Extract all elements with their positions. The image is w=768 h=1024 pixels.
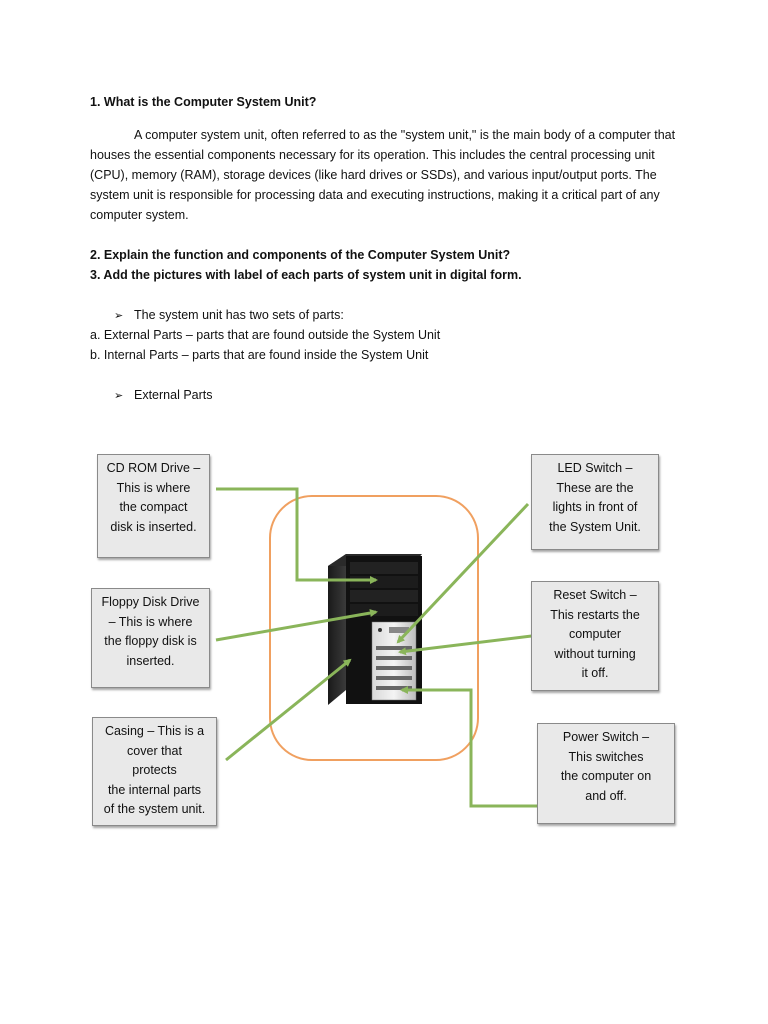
label-cd-rom-drive-text: CD ROM Drive – This is where the compact… — [106, 461, 201, 534]
label-power-switch: Power Switch – This switches the compute… — [537, 723, 675, 824]
heading-explain-function: 2. Explain the function and components o… — [90, 248, 511, 262]
arrow-bullet-icon: ➢ — [114, 390, 124, 402]
label-reset-switch: Reset Switch – This restarts the compute… — [531, 581, 659, 691]
arrow-cdrom — [216, 487, 378, 584]
item-internal-parts: b. Internal Parts – parts that are found… — [90, 348, 429, 362]
arrow-floppy — [215, 609, 378, 642]
bullet-external-parts: ➢ External Parts — [114, 385, 213, 406]
label-power-switch-text: Power Switch – This switches the compute… — [560, 730, 652, 803]
label-reset-switch-text: Reset Switch – This restarts the compute… — [550, 588, 640, 681]
bullet-external-parts-text: External Parts — [134, 388, 213, 402]
heading-what-is-system-unit: 1. What is the Computer System Unit? — [90, 95, 317, 109]
arrow-bullet-icon: ➢ — [114, 310, 124, 322]
label-led-switch: LED Switch – These are the lights in fro… — [531, 454, 659, 550]
intro-paragraph-text: A computer system unit, often referred t… — [90, 128, 676, 222]
label-cd-rom-drive: CD ROM Drive – This is where the compact… — [97, 454, 210, 558]
label-floppy-disk-drive-text: Floppy Disk Drive – This is where the fl… — [101, 595, 200, 668]
arrow-power — [400, 686, 538, 808]
label-floppy-disk-drive: Floppy Disk Drive – This is where the fl… — [91, 588, 210, 688]
heading-add-pictures: 3. Add the pictures with label of each p… — [90, 268, 522, 282]
bullet-two-sets-text: The system unit has two sets of parts: — [134, 308, 344, 322]
intro-paragraph: A computer system unit, often referred t… — [90, 125, 680, 225]
bullet-two-sets: ➢ The system unit has two sets of parts: — [114, 305, 344, 326]
label-casing: Casing – This is a cover that protects t… — [92, 717, 217, 826]
orange-frame — [269, 495, 479, 761]
label-casing-text: Casing – This is a cover that protects t… — [103, 724, 206, 817]
arrow-casing — [225, 658, 352, 762]
arrow-reset — [398, 632, 549, 656]
arrow-led — [396, 502, 530, 644]
label-led-switch-text: LED Switch – These are the lights in fro… — [549, 461, 641, 534]
diagram-arrows — [215, 487, 549, 808]
item-external-parts: a. External Parts – parts that are found… — [90, 328, 441, 342]
